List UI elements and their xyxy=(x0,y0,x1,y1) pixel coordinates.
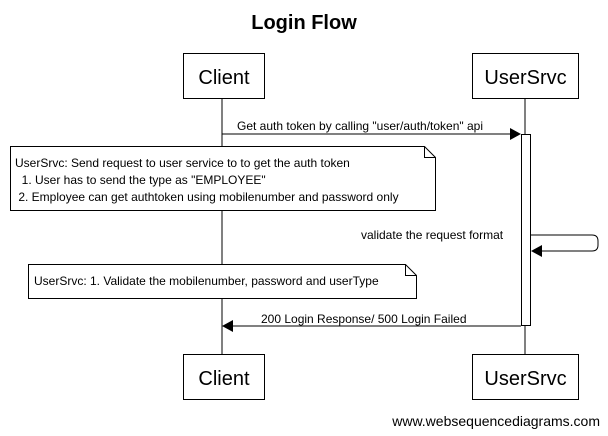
diagram-title: Login Flow xyxy=(251,12,357,34)
arrowhead-icon xyxy=(531,245,542,257)
message-label: 200 Login Response/ 500 Login Failed xyxy=(261,312,467,326)
participant-client-top: Client xyxy=(183,53,265,99)
arrowhead-icon xyxy=(510,128,521,140)
arrowhead-icon xyxy=(222,320,233,332)
participant-client-bottom: Client xyxy=(183,354,265,400)
note-send-request: UserSrvc: Send request to user service t… xyxy=(10,146,436,211)
message-validate-request: validate the request format xyxy=(361,228,599,257)
note-line: UserSrvc: 1. Validate the mobilenumber, … xyxy=(34,274,379,288)
participant-label: UserSrvc xyxy=(484,368,566,390)
note-line: UserSrvc: Send request to user service t… xyxy=(15,156,350,170)
message-get-auth-token: Get auth token by calling "user/auth/tok… xyxy=(222,119,521,140)
note-validate-credentials: UserSrvc: 1. Validate the mobilenumber, … xyxy=(28,264,417,299)
note-line: 1. User has to send the type as "EMPLOYE… xyxy=(15,173,266,187)
message-label: validate the request format xyxy=(361,228,504,242)
participant-label: Client xyxy=(198,67,250,89)
participant-label: UserSrvc xyxy=(484,67,566,89)
activation-bar-usersrvc xyxy=(521,134,531,326)
participant-usersrvc-bottom: UserSrvc xyxy=(472,354,579,400)
message-login-response: 200 Login Response/ 500 Login Failed xyxy=(222,312,521,332)
participant-usersrvc-top: UserSrvc xyxy=(472,53,579,99)
watermark: www.websequencediagrams.com xyxy=(391,413,600,429)
participant-label: Client xyxy=(198,368,250,390)
note-line: 2. Employee can get authtoken using mobi… xyxy=(15,190,399,204)
message-label: Get auth token by calling "user/auth/tok… xyxy=(237,119,483,133)
